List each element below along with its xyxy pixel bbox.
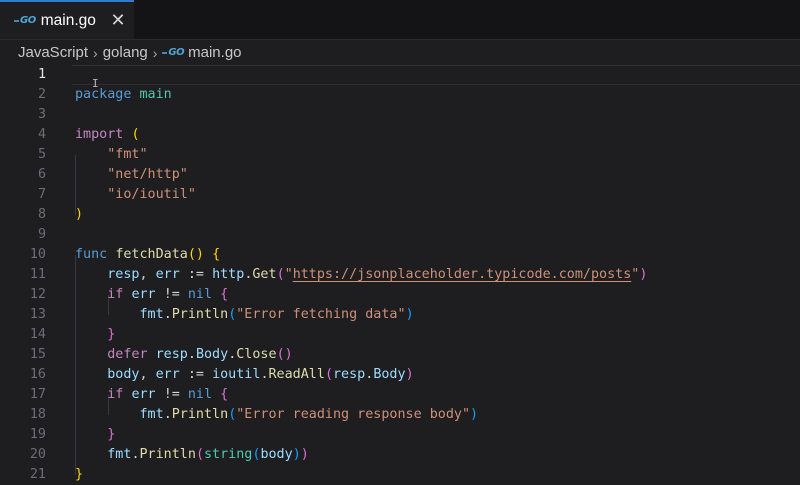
go-file-icon: GO bbox=[162, 47, 185, 58]
line-number: 14 bbox=[29, 327, 46, 342]
indent-guide bbox=[108, 295, 109, 315]
tab-label: main.go bbox=[40, 11, 96, 29]
code-line[interactable]: 6 "net/http" bbox=[0, 165, 800, 185]
code-line[interactable]: 20 fmt.Println(string(body)) bbox=[0, 445, 800, 465]
line-number: 4 bbox=[37, 127, 46, 142]
code-line[interactable]: 9 bbox=[0, 225, 800, 245]
code-editor[interactable]: 1 I 2 package main 3 4 import ( 5 "fmt" … bbox=[0, 65, 800, 482]
url-link[interactable]: https://jsonplaceholder.typicode.com/pos… bbox=[292, 267, 632, 282]
line-number: 13 bbox=[29, 307, 46, 322]
indent-guide bbox=[75, 155, 76, 215]
code-line[interactable]: 3 bbox=[0, 105, 800, 125]
line-number: 7 bbox=[37, 187, 46, 202]
code-line[interactable]: 8 ) bbox=[0, 205, 800, 225]
line-number: 1 bbox=[37, 67, 46, 82]
code-line[interactable]: 17 if err != nil { bbox=[0, 385, 800, 405]
indent-guide bbox=[75, 255, 76, 475]
code-line[interactable]: 5 "fmt" bbox=[0, 145, 800, 165]
code-line[interactable]: 10 func fetchData() { bbox=[0, 245, 800, 265]
chevron-right-icon: › bbox=[93, 44, 98, 61]
code-line[interactable]: 7 "io/ioutil" bbox=[0, 185, 800, 205]
code-line[interactable]: 11 resp, err := http.Get("https://jsonpl… bbox=[0, 265, 800, 285]
line-number: 9 bbox=[37, 227, 46, 242]
breadcrumb-item-golang[interactable]: golang bbox=[102, 44, 148, 61]
code-line[interactable]: 13 fmt.Println("Error fetching data") bbox=[0, 305, 800, 325]
line-number: 6 bbox=[37, 167, 46, 182]
line-number: 18 bbox=[29, 407, 46, 422]
code-line[interactable]: 16 body, err := ioutil.ReadAll(resp.Body… bbox=[0, 365, 800, 385]
tab-bar: GO main.go ✕ bbox=[0, 0, 800, 40]
code-line[interactable]: 18 fmt.Println("Error reading response b… bbox=[0, 405, 800, 425]
breadcrumb: JavaScript › golang › GO main.go bbox=[0, 40, 800, 65]
breadcrumb-item-main-go[interactable]: main.go bbox=[188, 44, 242, 61]
code-line[interactable]: 4 import ( bbox=[0, 125, 800, 145]
line-number: 10 bbox=[29, 247, 46, 262]
code-line[interactable]: 12 if err != nil { bbox=[0, 285, 800, 305]
code-line[interactable]: 15 defer resp.Body.Close() bbox=[0, 345, 800, 365]
line-number: 5 bbox=[37, 147, 46, 162]
line-number: 12 bbox=[29, 287, 46, 302]
line-number: 21 bbox=[29, 467, 46, 482]
go-file-icon: GO bbox=[14, 15, 36, 26]
line-number: 15 bbox=[29, 347, 46, 362]
indent-guide bbox=[108, 395, 109, 415]
line-number: 8 bbox=[37, 207, 46, 222]
code-line[interactable]: 21 } bbox=[0, 465, 800, 485]
tab-main-go[interactable]: GO main.go ✕ bbox=[0, 0, 134, 39]
code-line[interactable]: 19 } bbox=[0, 425, 800, 445]
line-number: 20 bbox=[29, 447, 46, 462]
text-cursor-icon: I bbox=[92, 77, 99, 90]
code-line[interactable]: 1 I bbox=[0, 65, 800, 90]
code-line[interactable]: 2 package main bbox=[0, 85, 800, 105]
line-number: 17 bbox=[29, 387, 46, 402]
breadcrumb-item-javascript[interactable]: JavaScript bbox=[18, 44, 89, 61]
line-number: 11 bbox=[29, 267, 46, 282]
chevron-right-icon: › bbox=[152, 44, 158, 61]
line-number: 2 bbox=[37, 87, 46, 102]
code-line[interactable]: 14 } bbox=[0, 325, 800, 345]
line-number: 19 bbox=[29, 427, 46, 442]
line-number: 3 bbox=[37, 107, 46, 122]
close-icon[interactable]: ✕ bbox=[110, 10, 126, 30]
line-number: 16 bbox=[29, 367, 46, 382]
current-line-highlight bbox=[72, 65, 800, 85]
